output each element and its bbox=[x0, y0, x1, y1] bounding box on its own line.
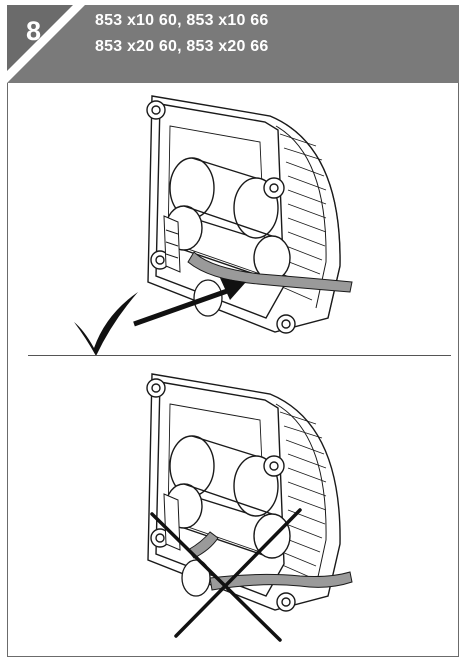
check-icon bbox=[74, 292, 138, 356]
step-header bbox=[7, 5, 459, 83]
terminal-block bbox=[163, 215, 181, 273]
insertion-arrow bbox=[133, 278, 246, 327]
model-line-1: 853 x10 60, 853 x10 66 bbox=[95, 12, 269, 29]
device-housing bbox=[146, 95, 341, 334]
panel-divider bbox=[28, 355, 451, 356]
step-number: 8 bbox=[26, 16, 42, 46]
header-background bbox=[7, 5, 459, 83]
mounting-feet bbox=[146, 100, 296, 334]
model-line-2: 853 x20 60, 853 x20 66 bbox=[95, 38, 269, 55]
cable-2 bbox=[181, 531, 353, 597]
incorrect-routing-illustration bbox=[146, 373, 353, 642]
cross-icon bbox=[150, 508, 302, 642]
correct-routing-illustration bbox=[74, 95, 353, 356]
